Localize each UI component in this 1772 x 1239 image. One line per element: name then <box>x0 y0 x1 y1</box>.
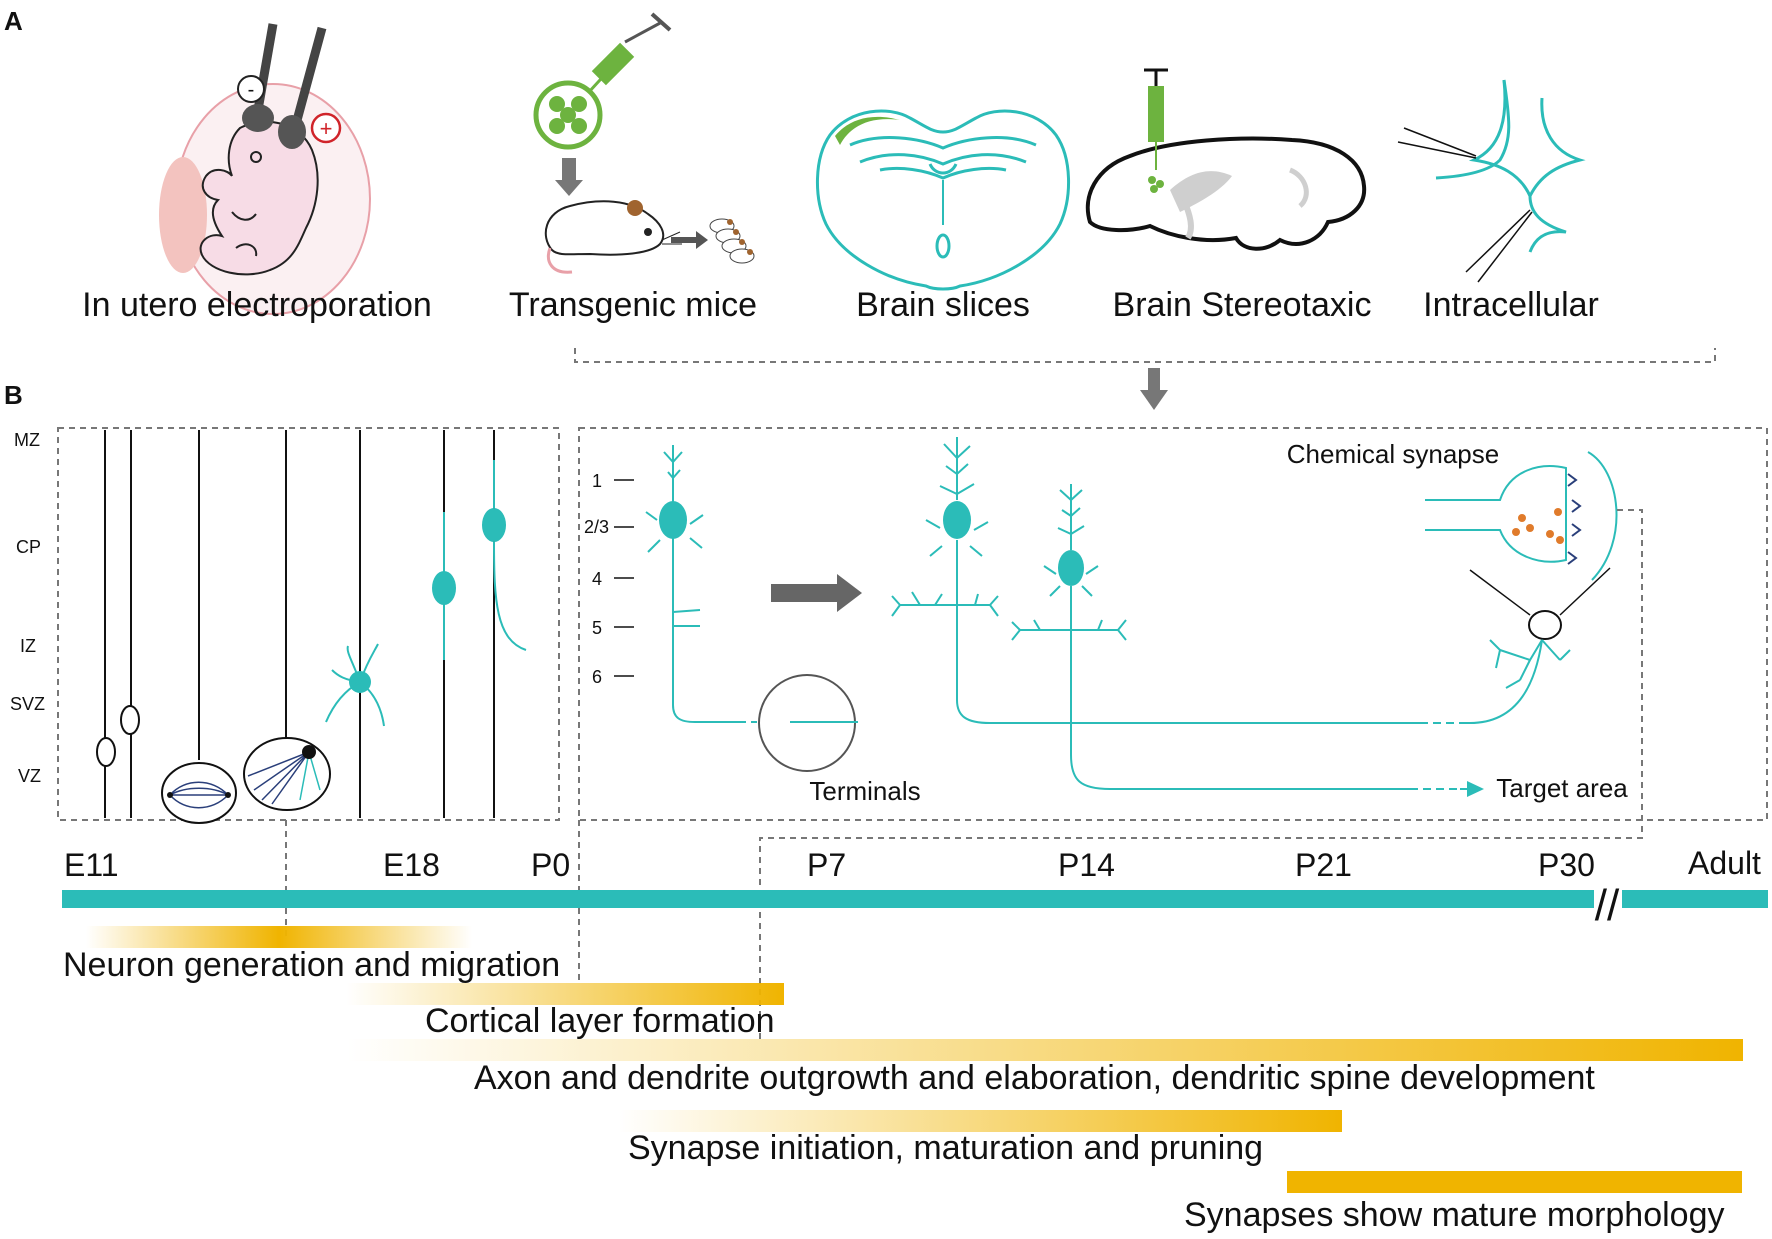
layer-label-4: 4 <box>592 569 602 589</box>
phase-label-neuron-generation: Neuron generation and migration <box>63 946 560 984</box>
panel-label-a: A <box>4 6 23 36</box>
technique-label-electroporation: In utero electroporation <box>82 286 432 324</box>
postnatal-cortex-box <box>578 427 1768 821</box>
technique-label-intracellular: Intracellular <box>1423 286 1599 324</box>
zone-label-svz: SVZ <box>10 694 45 714</box>
layer-label-1: 1 <box>592 471 602 491</box>
negative-electrode-sign: - <box>248 79 255 101</box>
young-neuron-soma <box>659 501 687 539</box>
target-arrowhead-icon <box>1467 781 1484 797</box>
technique-label-stereotaxic: Brain Stereotaxic <box>1113 286 1372 324</box>
layer-label-6: 6 <box>592 667 602 687</box>
brain-slice-icon <box>816 109 1070 291</box>
zone-label-mz: MZ <box>14 430 40 450</box>
tick-adult: Adult <box>1688 845 1761 881</box>
target-area-label: Target area <box>1496 773 1628 803</box>
positive-electrode-sign: + <box>320 116 333 141</box>
technique-bracket <box>574 348 1716 363</box>
timeline-break-gap <box>1594 884 1622 914</box>
layer-ticks <box>614 479 634 677</box>
layer-label-5: 5 <box>592 618 602 638</box>
phase-bar-mature-morphology <box>1287 1171 1742 1193</box>
stereotaxic-injection-icon <box>1085 68 1367 251</box>
tick-e18: E18 <box>383 847 440 883</box>
timeline-break-mark: // <box>1595 881 1620 930</box>
tick-p30: P30 <box>1538 847 1595 883</box>
phase-label-mature-morphology: Synapses show mature morphology <box>1184 1196 1725 1234</box>
phase-label-synapse-initiation: Synapse initiation, maturation and pruni… <box>628 1129 1263 1167</box>
phase-bar-neuron-generation <box>86 926 472 948</box>
layer-label-2-3: 2/3 <box>584 517 609 537</box>
dividing-progenitor-cells <box>161 737 331 824</box>
phase-label-axon-dendrite: Axon and dendrite outgrowth and elaborat… <box>474 1059 1595 1097</box>
panel-label-b: B <box>4 380 23 410</box>
tick-e11: E11 <box>64 847 119 883</box>
phase-bar-axon-dendrite <box>346 1039 1743 1061</box>
migrating-neurons <box>325 460 527 727</box>
chemical-synapse <box>1425 451 1618 689</box>
tick-p14: P14 <box>1058 847 1115 883</box>
transgenic-mouse-icon <box>533 12 755 274</box>
down-arrow-icon <box>1140 368 1168 410</box>
chemical-synapse-label: Chemical synapse <box>1287 439 1499 469</box>
zone-label-cp: CP <box>16 537 41 557</box>
technique-label-transgenic: Transgenic mice <box>509 286 757 324</box>
zone-label-vz: VZ <box>18 766 41 786</box>
embryonic-cortex-box <box>57 427 560 821</box>
tick-p7: P7 <box>807 847 846 883</box>
mature-neuron-layer-4 <box>1011 484 1470 790</box>
technique-label-brain-slices: Brain slices <box>856 286 1030 324</box>
phase-bar-cortical-layer <box>346 983 784 1005</box>
intracellular-recording-icon <box>1397 79 1586 283</box>
timeline-bar <box>62 890 1768 908</box>
embryo-electroporation-icon: - + <box>159 23 371 315</box>
mature-neuron-layer-2-3 <box>891 437 1543 724</box>
mature-neuron-2-soma <box>1058 550 1084 586</box>
phase-bar-synapse-initiation <box>618 1110 1342 1132</box>
phase-label-cortical-layer: Cortical layer formation <box>425 1002 775 1040</box>
terminals-label: Terminals <box>809 776 920 806</box>
tick-p21: P21 <box>1295 847 1352 883</box>
mature-neuron-1-soma <box>943 501 971 539</box>
zone-label-iz: IZ <box>20 636 36 656</box>
tick-p0: P0 <box>531 847 570 883</box>
maturation-arrow-icon <box>771 574 862 612</box>
